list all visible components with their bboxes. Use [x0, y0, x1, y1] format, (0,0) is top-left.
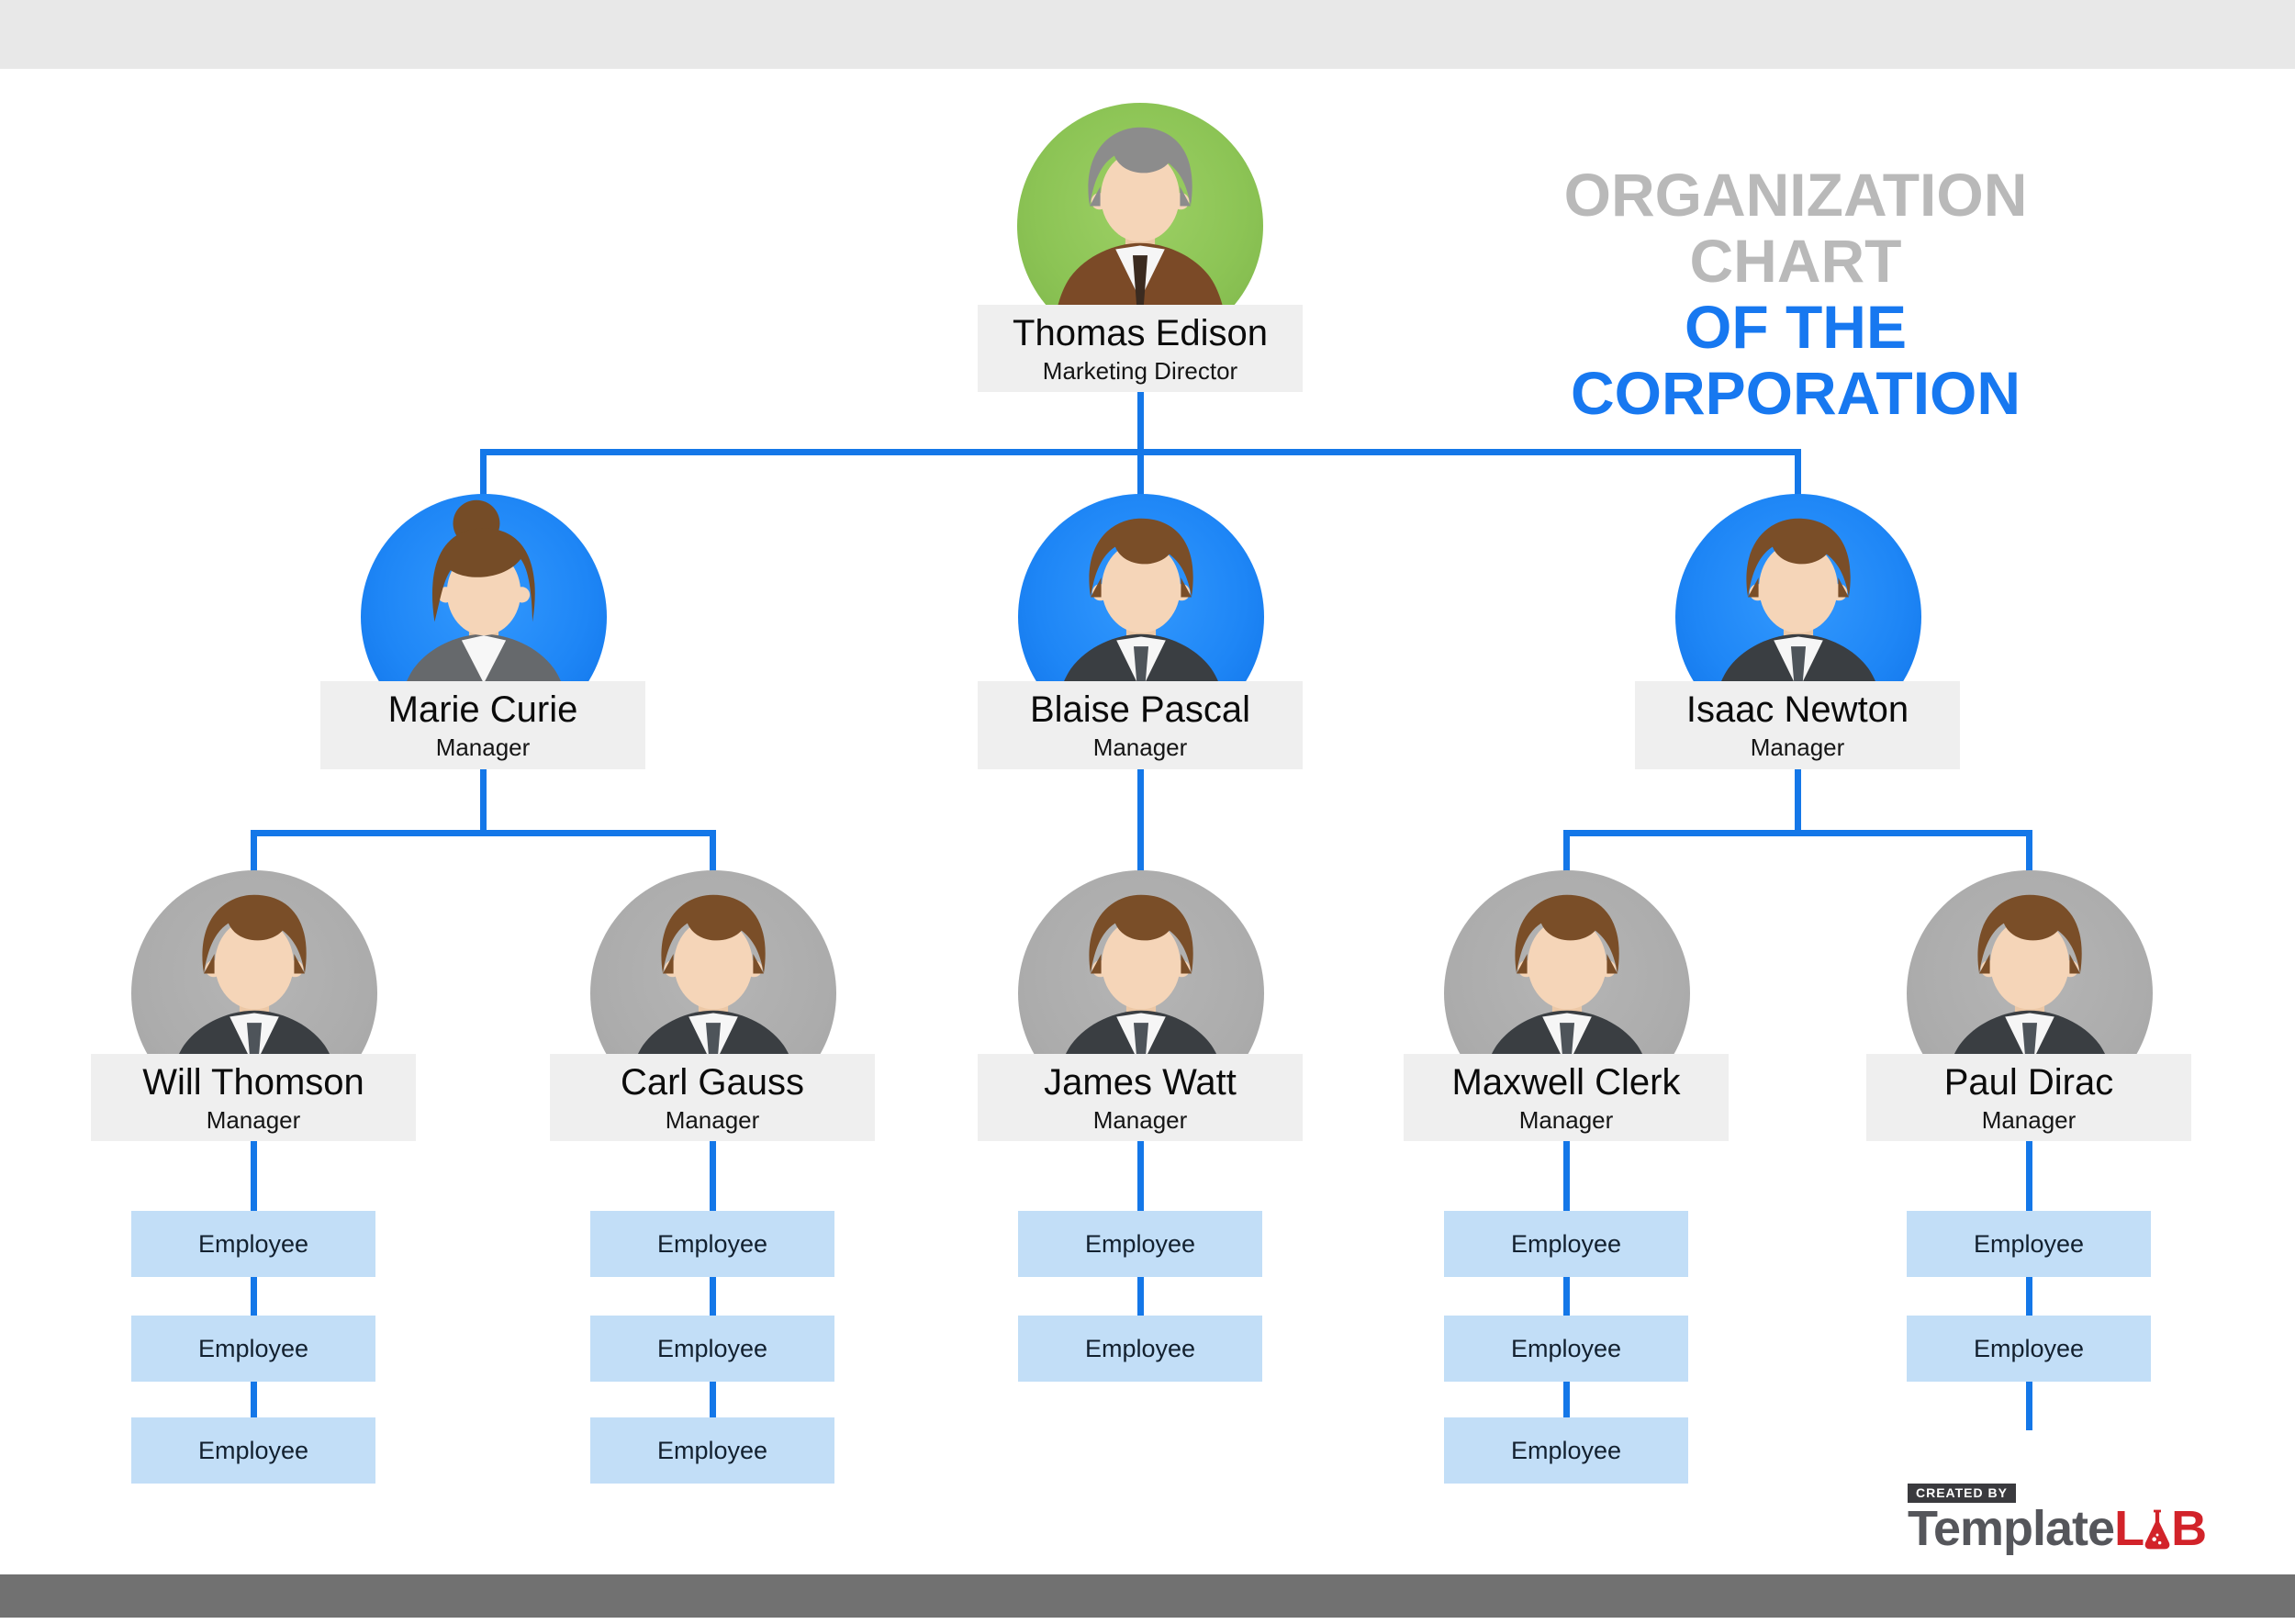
- node-role: Manager: [435, 734, 531, 761]
- employee-box: Employee: [590, 1211, 834, 1277]
- connector-maxwell-emp2: [1563, 1277, 1570, 1316]
- created-by-badge: CREATED BY: [1908, 1484, 2016, 1503]
- connector-isaac-bar: [1563, 830, 2032, 836]
- brand-text-gray: Template: [1908, 1501, 2115, 1556]
- node-name: Paul Dirac: [1943, 1062, 2114, 1103]
- node-label-will-thomson: Will Thomson Manager: [91, 1054, 416, 1141]
- page-title: ORGANIZATION CHART OF THE CORPORATION: [1472, 162, 2119, 426]
- connector-drop-paul: [2026, 834, 2032, 872]
- employee-box: Employee: [590, 1316, 834, 1382]
- brand-text-b: B: [2171, 1501, 2207, 1556]
- node-name: James Watt: [1044, 1062, 1237, 1103]
- employee-box: Employee: [1907, 1211, 2151, 1277]
- page-title-line1: ORGANIZATION CHART: [1563, 161, 2028, 295]
- flask-icon: [2143, 1508, 2172, 1551]
- node-label-marie-curie: Marie Curie Manager: [320, 681, 645, 769]
- node-label-blaise-pascal: Blaise Pascal Manager: [978, 681, 1303, 769]
- connector-will-emp2: [251, 1277, 257, 1316]
- node-name: Blaise Pascal: [1029, 689, 1251, 730]
- employee-box: Employee: [1907, 1316, 2151, 1382]
- node-label-thomas-edison: Thomas Edison Marketing Director: [978, 305, 1303, 392]
- employee-box: Employee: [1018, 1211, 1262, 1277]
- node-role: Manager: [1981, 1106, 2077, 1134]
- connector-drop-will: [251, 834, 257, 872]
- connector-root-stem: [1137, 392, 1144, 452]
- connector-isaac-stem: [1795, 769, 1801, 833]
- connector-drop-maxwell: [1563, 834, 1570, 872]
- connector-james-emp1: [1137, 1141, 1144, 1211]
- node-name: Maxwell Clerk: [1451, 1062, 1681, 1103]
- node-role: Manager: [1092, 1106, 1188, 1134]
- connector-drop-blaise: [1137, 452, 1144, 496]
- employee-box: Employee: [1444, 1417, 1688, 1484]
- connector-blaise-stem: [1137, 769, 1144, 872]
- connector-drop-marie: [480, 452, 487, 496]
- employee-box: Employee: [131, 1417, 375, 1484]
- node-label-maxwell-clerk: Maxwell Clerk Manager: [1404, 1054, 1729, 1141]
- node-label-carl-gauss: Carl Gauss Manager: [550, 1054, 875, 1141]
- connector-carl-emp2: [710, 1277, 716, 1316]
- node-name: Carl Gauss: [620, 1062, 805, 1103]
- employee-box: Employee: [1444, 1211, 1688, 1277]
- connector-maxwell-emp3: [1563, 1380, 1570, 1417]
- connector-carl-emp3: [710, 1380, 716, 1417]
- top-bar: [0, 0, 2295, 69]
- connector-james-emp2: [1137, 1277, 1144, 1316]
- connector-marie-stem: [480, 769, 487, 833]
- connector-paul-tail: [2026, 1380, 2032, 1430]
- connector-paul-emp2: [2026, 1277, 2032, 1316]
- connector-will-emp1: [251, 1141, 257, 1211]
- employee-box: Employee: [1444, 1316, 1688, 1382]
- node-role: Manager: [665, 1106, 760, 1134]
- employee-box: Employee: [1018, 1316, 1262, 1382]
- node-name: Marie Curie: [387, 689, 578, 730]
- employee-box: Employee: [131, 1211, 375, 1277]
- bottom-bar: [0, 1574, 2295, 1618]
- node-role: Manager: [1092, 734, 1188, 761]
- node-label-james-watt: James Watt Manager: [978, 1054, 1303, 1141]
- node-role: Manager: [1750, 734, 1845, 761]
- node-label-isaac-newton: Isaac Newton Manager: [1635, 681, 1960, 769]
- node-role: Manager: [1518, 1106, 1614, 1134]
- node-name: Thomas Edison: [1013, 313, 1268, 353]
- node-name: Will Thomson: [142, 1062, 364, 1103]
- connector-will-emp3: [251, 1380, 257, 1417]
- connector-drop-isaac: [1795, 452, 1801, 496]
- connector-marie-bar: [251, 830, 716, 836]
- employee-box: Employee: [590, 1417, 834, 1484]
- connector-drop-carl: [710, 834, 716, 872]
- node-label-paul-dirac: Paul Dirac Manager: [1866, 1054, 2191, 1141]
- connector-paul-emp1: [2026, 1141, 2032, 1211]
- page-title-line2: OF THE CORPORATION: [1570, 293, 2021, 427]
- node-role: Marketing Director: [1042, 357, 1238, 385]
- brand-text-l: L: [2114, 1501, 2144, 1556]
- connector-maxwell-emp1: [1563, 1141, 1570, 1211]
- employee-box: Employee: [131, 1316, 375, 1382]
- connector-carl-emp1: [710, 1141, 716, 1211]
- node-name: Isaac Newton: [1685, 689, 1909, 730]
- node-role: Manager: [206, 1106, 301, 1134]
